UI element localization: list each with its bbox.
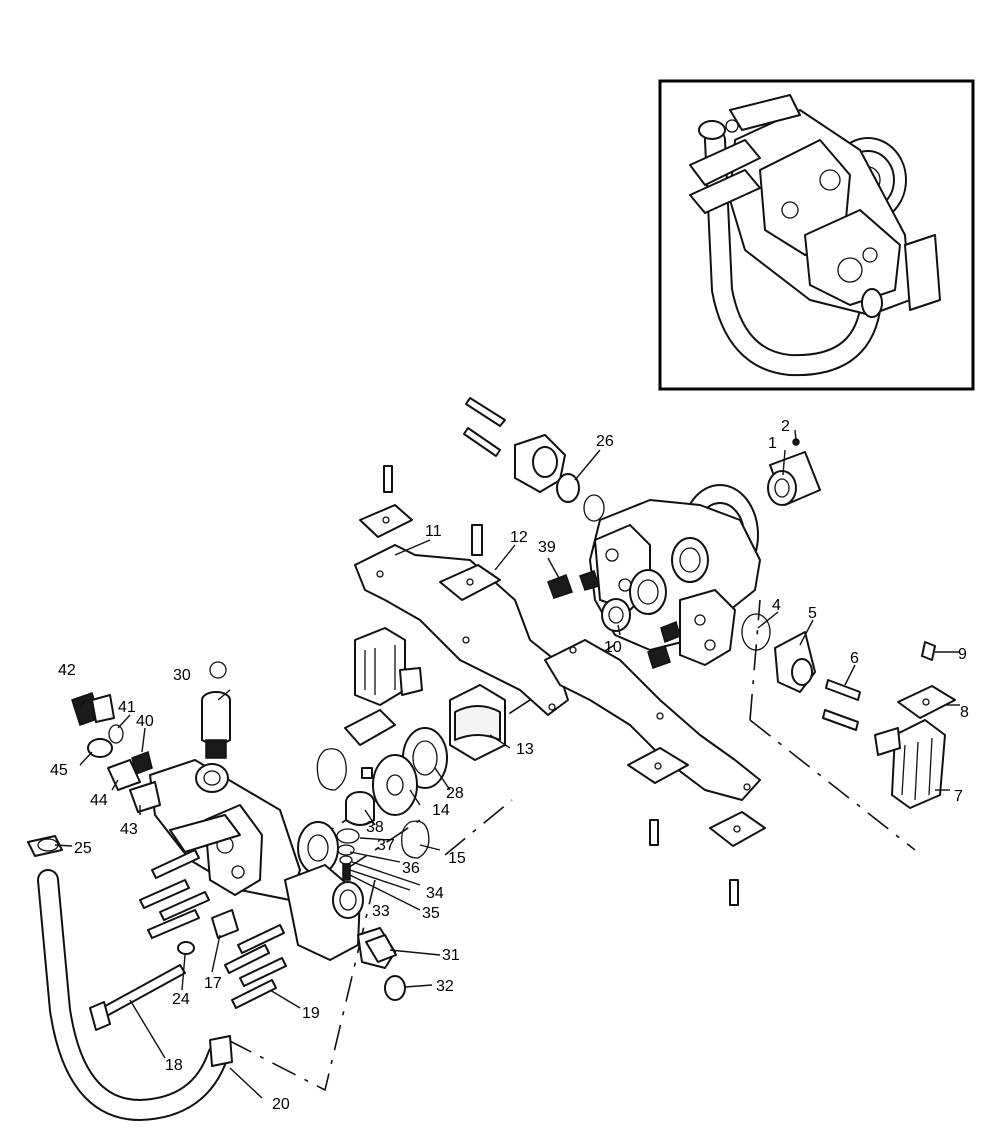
bracket-foot-right <box>874 719 946 809</box>
o-rings <box>316 748 430 859</box>
centerlines <box>227 549 916 1092</box>
callout-38: 38 <box>366 819 384 836</box>
seals-springs <box>547 569 681 669</box>
callout-18: 18 <box>165 1057 183 1074</box>
crankcase <box>589 484 761 666</box>
callout-14: 14 <box>432 802 450 819</box>
unloader-valve <box>201 661 231 759</box>
long-bolt <box>89 964 186 1031</box>
callout-8: 8 <box>960 704 969 721</box>
callout-31: 31 <box>442 947 460 964</box>
callout-35: 35 <box>422 905 440 922</box>
callout-6: 6 <box>850 650 859 667</box>
callout-12: 12 <box>510 529 528 546</box>
callout-28: 28 <box>446 785 464 802</box>
callout-10: 10 <box>604 639 622 656</box>
callout-2: 2 <box>781 418 790 435</box>
bolts-group <box>139 849 287 1009</box>
callout-45: 45 <box>50 762 68 779</box>
hose-clamp <box>27 835 63 857</box>
bracket-foot-center <box>449 684 506 761</box>
callout-4: 4 <box>772 597 781 614</box>
callout-37: 37 <box>377 837 395 854</box>
hose-20 <box>37 869 233 1122</box>
callout-26: 26 <box>596 433 614 450</box>
callout-34: 34 <box>426 885 444 902</box>
callout-20: 20 <box>272 1096 290 1113</box>
callout-17: 17 <box>204 975 222 992</box>
callout-36: 36 <box>402 860 420 877</box>
callout-33: 33 <box>372 903 390 920</box>
leader-lines <box>54 429 960 1099</box>
callout-19: 19 <box>302 1005 320 1022</box>
callout-40: 40 <box>136 713 154 730</box>
fitting-17-24 <box>177 909 239 955</box>
mount-plates <box>344 504 956 847</box>
callout-25: 25 <box>74 840 92 857</box>
callout-7: 7 <box>954 788 963 805</box>
callout-24: 24 <box>172 991 190 1008</box>
callout-30: 30 <box>173 667 191 684</box>
fitting-31-32 <box>365 934 406 1001</box>
callout-11: 11 <box>425 523 442 540</box>
callout-41: 41 <box>118 699 136 716</box>
callout-44: 44 <box>90 792 108 809</box>
callout-39: 39 <box>538 539 556 556</box>
end-cap-bolts <box>463 397 605 522</box>
bracket-strap-upper <box>354 544 569 716</box>
bearings <box>297 727 448 875</box>
callout-1: 1 <box>768 435 777 452</box>
callout-13: 13 <box>516 741 534 758</box>
assembled-pump-inset <box>658 79 975 391</box>
drive-cap <box>767 438 821 506</box>
check-valve-stack <box>336 767 375 881</box>
callout-43: 43 <box>120 821 138 838</box>
injector-assembly <box>71 692 161 813</box>
screws <box>383 465 739 906</box>
callout-42: 42 <box>58 662 76 679</box>
callout-5: 5 <box>808 605 817 622</box>
callout-labels: 1 2 4 5 6 7 8 9 10 11 12 13 14 15 17 18 … <box>50 418 969 1113</box>
bracket-foot-left <box>354 627 423 706</box>
callout-32: 32 <box>436 978 454 995</box>
callout-15: 15 <box>448 850 466 867</box>
side-cap <box>741 613 936 731</box>
bracket-strap-lower <box>544 639 761 801</box>
manifold-head <box>149 759 396 969</box>
callout-9: 9 <box>958 646 967 663</box>
